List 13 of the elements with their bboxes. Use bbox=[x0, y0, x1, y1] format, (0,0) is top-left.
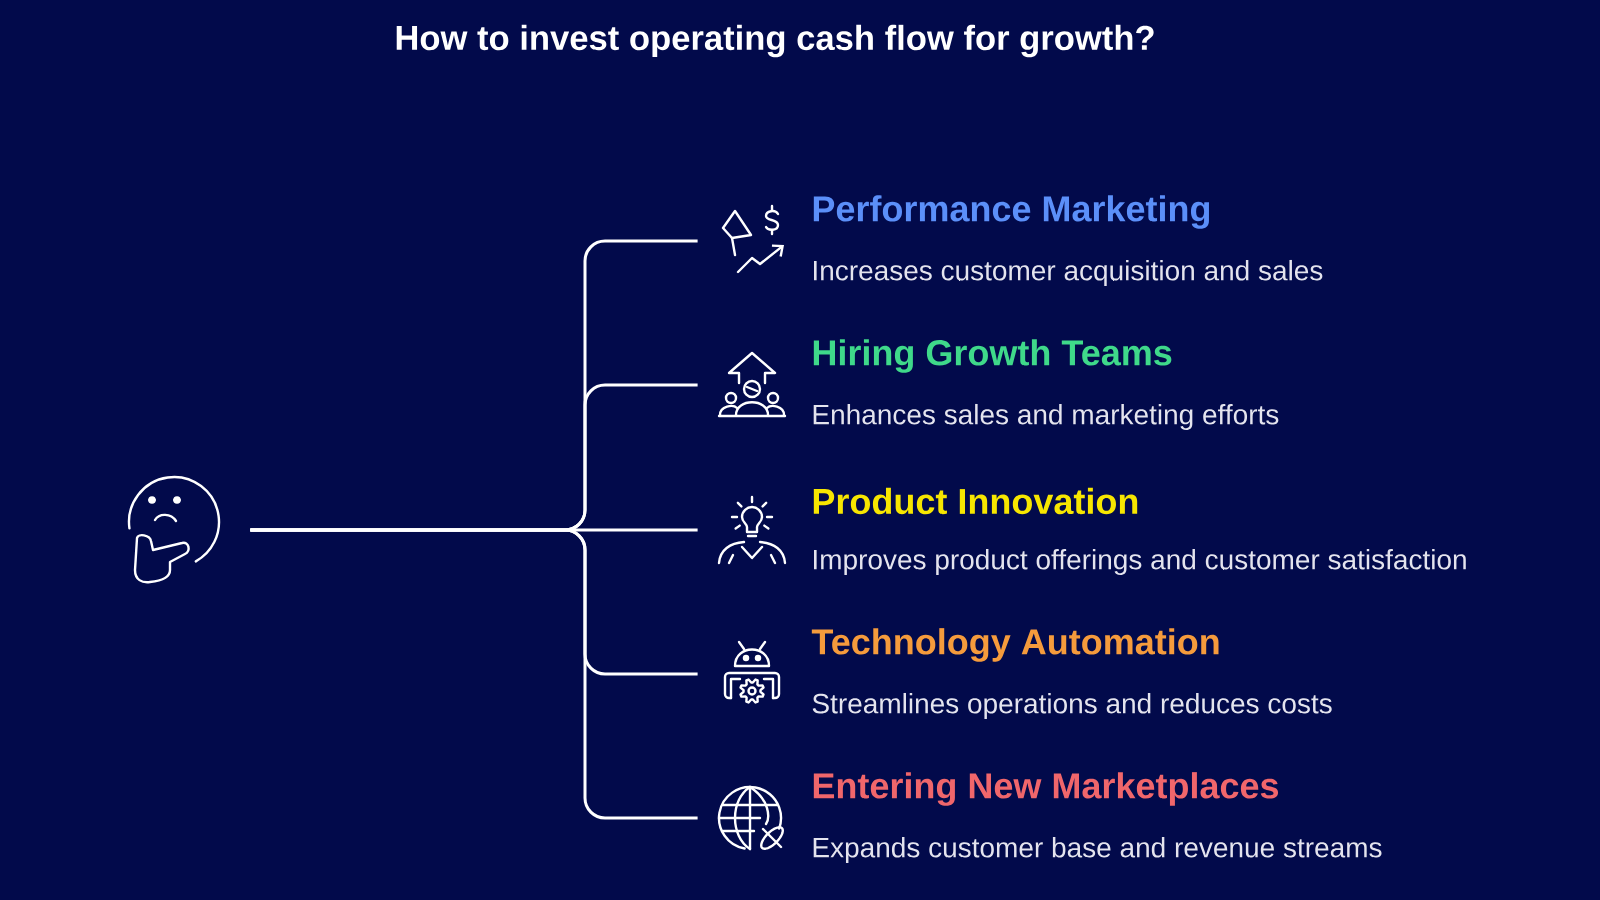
option-heading: Technology Automation bbox=[811, 628, 1219, 662]
option-description: Streamlines operations and reduces costs bbox=[812, 692, 1332, 720]
option-description: Increases customer acquisition and sales bbox=[814, 259, 1323, 287]
option-heading: Hiring Growth Teams bbox=[813, 339, 1172, 373]
option-description: Improves product offerings and customer satisfaction bbox=[814, 548, 1466, 576]
option-heading: Performance Marketing bbox=[813, 195, 1210, 229]
option-heading: Product Innovation bbox=[813, 487, 1138, 515]
title: How to invest operating cash flow for growth? bbox=[396, 24, 1154, 58]
option-description: Expands customer base and revenue streams bbox=[813, 836, 1382, 864]
option-description: Enhances sales and marketing efforts bbox=[813, 403, 1279, 431]
thinking-face-icon bbox=[127, 475, 221, 584]
option-heading: Entering New Marketplaces bbox=[813, 772, 1279, 806]
connector-line bbox=[250, 528, 698, 820]
